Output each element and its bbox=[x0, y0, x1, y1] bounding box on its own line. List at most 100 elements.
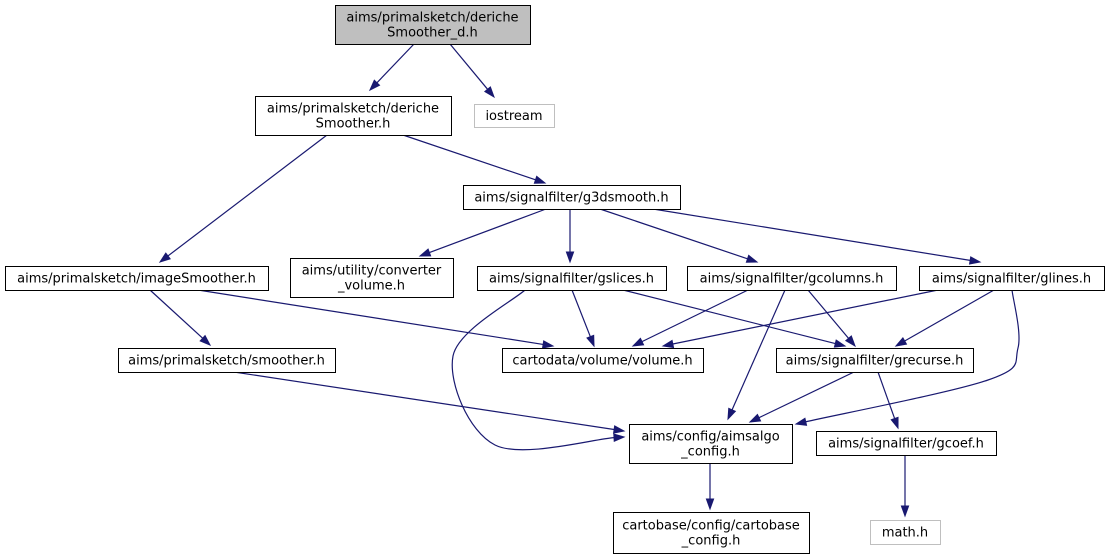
node-label: aims/signalfilter/gcoef.h bbox=[828, 437, 984, 452]
node-grecurse[interactable]: aims/signalfilter/grecurse.h bbox=[776, 348, 974, 373]
node-box bbox=[118, 348, 336, 373]
edge-gslices-to-aimsalgo_config bbox=[451, 289, 626, 451]
edge-gcolumns-to-volume bbox=[631, 289, 749, 347]
node-box bbox=[816, 431, 997, 456]
node-label: aims/signalfilter/g3dsmooth.h bbox=[474, 191, 668, 206]
node-label: _config.h bbox=[681, 534, 741, 549]
node-cartobase_config[interactable]: cartobase/config/cartobase_config.h bbox=[613, 512, 810, 554]
node-label: _volume.h bbox=[337, 279, 405, 294]
edge-deriche-to-imageSmoother bbox=[158, 134, 328, 263]
edge-line bbox=[571, 289, 591, 337]
edge-line bbox=[807, 289, 850, 339]
node-math: math.h bbox=[870, 520, 941, 545]
arrowhead bbox=[833, 339, 847, 348]
arrowhead bbox=[158, 252, 171, 263]
arrowhead bbox=[368, 79, 381, 92]
edge-gslices-to-volume bbox=[571, 289, 595, 348]
node-aimsalgo_config[interactable]: aims/config/aimsalgo_config.h bbox=[629, 424, 793, 464]
edge-line bbox=[376, 43, 415, 84]
edge-line bbox=[731, 289, 786, 411]
node-converter[interactable]: aims/utility/converter_volume.h bbox=[290, 258, 454, 298]
edge-line bbox=[652, 208, 971, 261]
edge-aimsalgo_config-to-cartobase_config bbox=[705, 463, 715, 511]
node-label: _config.h bbox=[680, 445, 740, 460]
node-label: math.h bbox=[882, 526, 928, 541]
edge-glines-to-grecurse bbox=[894, 289, 995, 347]
edge-line bbox=[449, 43, 489, 90]
arrowhead bbox=[418, 248, 432, 257]
edge-g3dsmooth-to-converter bbox=[418, 208, 547, 257]
node-label: aims/primalsketch/smoother.h bbox=[128, 354, 325, 369]
edge-gcoef-to-math bbox=[900, 455, 910, 518]
node-label: aims/signalfilter/gcolumns.h bbox=[700, 272, 884, 287]
node-iostream: iostream bbox=[474, 104, 555, 128]
node-box bbox=[687, 266, 897, 291]
arrowhead bbox=[533, 175, 547, 184]
edge-line bbox=[877, 371, 896, 419]
nodes-layer: aims/primalsketch/dericheSmoother_d.haim… bbox=[5, 5, 1105, 554]
node-smoother[interactable]: aims/primalsketch/smoother.h bbox=[118, 348, 336, 373]
node-gcolumns[interactable]: aims/signalfilter/gcolumns.h bbox=[687, 266, 897, 291]
node-box bbox=[919, 266, 1105, 291]
node-g3dsmooth[interactable]: aims/signalfilter/g3dsmooth.h bbox=[463, 185, 681, 210]
node-box bbox=[474, 104, 555, 128]
node-label: cartobase/config/cartobase bbox=[622, 519, 800, 534]
edge-imageSmoother-to-volume bbox=[197, 289, 555, 349]
arrowhead bbox=[565, 251, 575, 264]
node-volume[interactable]: cartodata/volume/volume.h bbox=[502, 348, 704, 373]
arrowhead bbox=[900, 505, 910, 518]
node-box bbox=[255, 96, 452, 136]
node-label: Smoother_d.h bbox=[387, 26, 478, 41]
node-box bbox=[290, 258, 454, 298]
node-imageSmoother[interactable]: aims/primalsketch/imageSmoother.h bbox=[5, 266, 269, 291]
edge-line bbox=[197, 289, 544, 346]
edge-g3dsmooth-to-gcolumns bbox=[599, 208, 759, 263]
edge-line bbox=[451, 289, 615, 451]
arrowhead bbox=[794, 417, 808, 426]
arrowhead bbox=[745, 254, 759, 263]
arrowhead bbox=[894, 337, 908, 347]
node-box bbox=[477, 266, 667, 291]
edge-line bbox=[429, 208, 547, 254]
edge-gslices-to-grecurse bbox=[622, 289, 847, 348]
edge-glines-to-volume bbox=[661, 289, 939, 349]
arrowhead bbox=[727, 407, 737, 421]
edge-grecurse-to-gcoef bbox=[877, 371, 899, 430]
node-gcoef[interactable]: aims/signalfilter/gcoef.h bbox=[816, 431, 997, 456]
edge-g3dsmooth-to-glines bbox=[652, 208, 982, 265]
node-box bbox=[335, 5, 531, 45]
node-label: iostream bbox=[485, 109, 542, 124]
node-box bbox=[502, 348, 704, 373]
edge-line bbox=[758, 371, 855, 419]
edge-line bbox=[599, 208, 748, 260]
node-gslices[interactable]: aims/signalfilter/gslices.h bbox=[477, 266, 667, 291]
node-glines[interactable]: aims/signalfilter/glines.h bbox=[919, 266, 1105, 291]
arrowhead bbox=[541, 340, 555, 349]
edge-gcolumns-to-aimsalgo_config bbox=[727, 289, 786, 421]
arrowhead bbox=[968, 256, 982, 265]
arrowhead bbox=[844, 335, 856, 348]
arrowhead bbox=[586, 334, 595, 348]
arrowhead bbox=[631, 337, 645, 347]
node-label: aims/primalsketch/deriche bbox=[267, 102, 439, 117]
edge-line bbox=[167, 134, 328, 257]
edge-grecurse-to-aimsalgo_config bbox=[748, 371, 855, 423]
node-box bbox=[463, 185, 681, 210]
arrowhead bbox=[890, 416, 899, 430]
edge-line bbox=[904, 289, 995, 342]
node-label: aims/signalfilter/grecurse.h bbox=[786, 354, 964, 369]
edge-line bbox=[805, 289, 1020, 423]
node-box bbox=[870, 520, 941, 545]
node-label: aims/primalsketch/imageSmoother.h bbox=[17, 272, 256, 287]
arrowhead bbox=[748, 413, 762, 423]
arrowhead bbox=[661, 339, 675, 349]
edge-smoother-to-aimsalgo_config bbox=[233, 371, 626, 434]
edge-deriche_d-to-deriche bbox=[368, 43, 415, 92]
edge-line bbox=[672, 289, 939, 345]
edge-line bbox=[622, 289, 836, 345]
node-box bbox=[5, 266, 269, 291]
edge-imageSmoother-to-smoother bbox=[149, 289, 212, 346]
edge-line bbox=[641, 289, 749, 343]
